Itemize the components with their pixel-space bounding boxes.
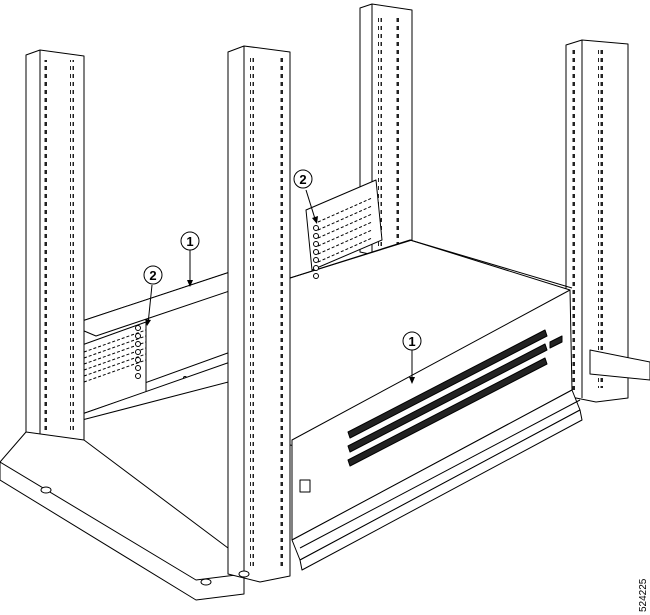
figure-id: 524225 (638, 578, 649, 612)
callout-1-right: 1 (402, 331, 422, 351)
callout-2-right: 2 (293, 169, 313, 189)
callout-leaders (147, 189, 413, 382)
svg-text:2: 2 (299, 172, 306, 187)
svg-text:1: 1 (186, 234, 193, 249)
slide-rail-right (289, 179, 583, 571)
svg-text:2: 2 (149, 268, 156, 283)
callout-2-left: 2 (143, 265, 163, 285)
rack-post-front-left (0, 49, 245, 601)
rack-post-back-right (565, 39, 650, 403)
svg-text:1: 1 (408, 334, 415, 349)
slide-rail-left (69, 269, 263, 421)
rack-post-front-middle (227, 45, 291, 583)
callout-1-left: 1 (180, 231, 200, 251)
